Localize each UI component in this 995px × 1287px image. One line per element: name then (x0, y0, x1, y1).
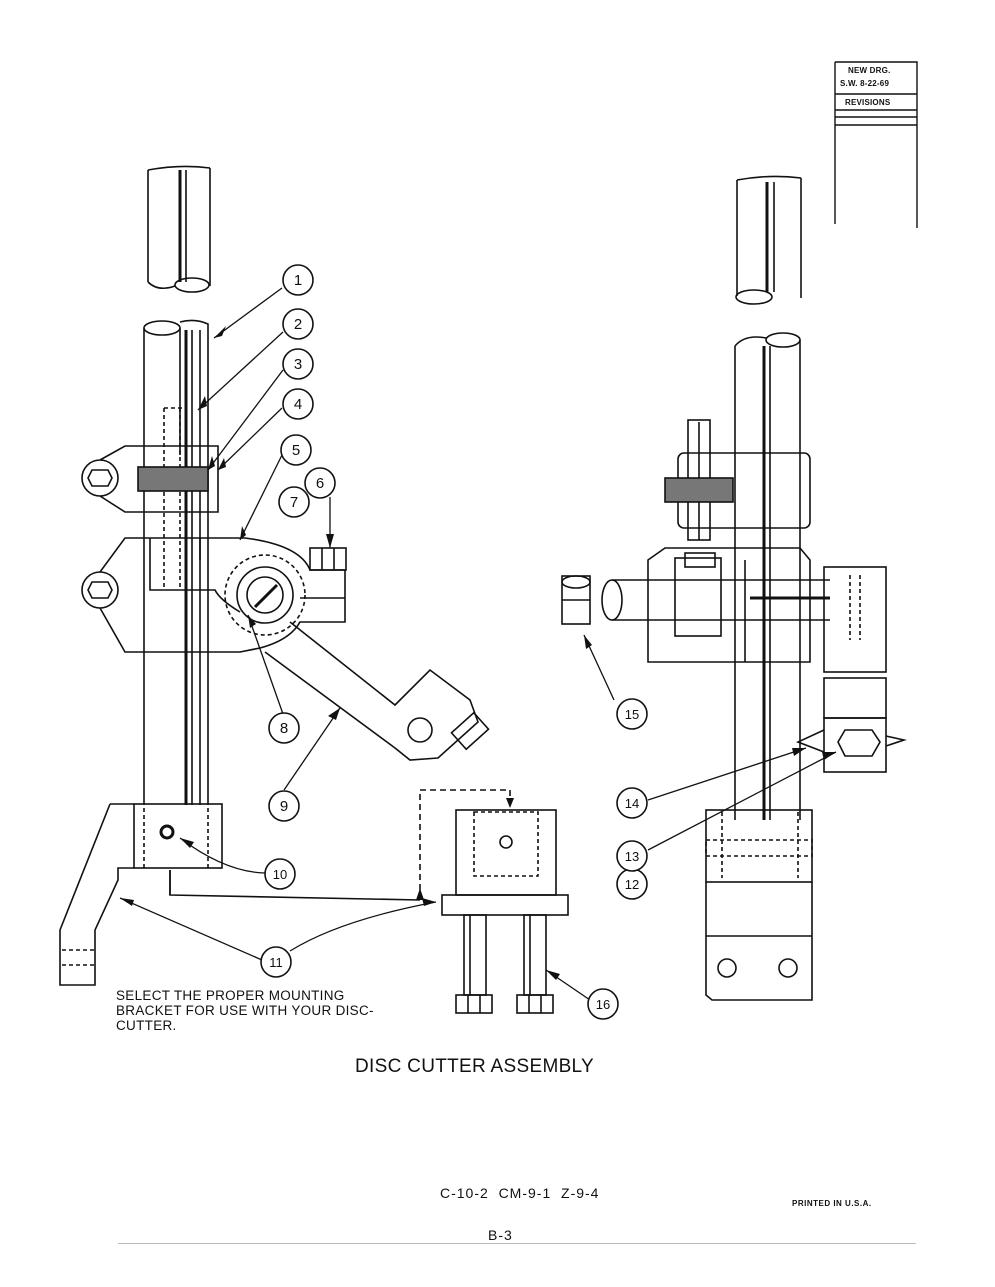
callout-8: 8 (280, 720, 288, 737)
callout-9: 9 (280, 798, 288, 815)
callout-3-circle (282, 348, 314, 380)
revision-heading: REVISIONS (845, 98, 891, 107)
callout-7: 7 (290, 494, 298, 511)
callout-6-circle (304, 467, 336, 499)
right-assembly (561, 175, 907, 1001)
callout-9-circle (268, 790, 300, 822)
callout-8-circle (268, 712, 300, 744)
callout-13: 13 (625, 849, 639, 864)
callout-1-circle (282, 264, 314, 296)
callout-11: 11 (269, 955, 283, 970)
mounting-bracket (441, 809, 569, 1014)
callout-3: 3 (294, 356, 302, 373)
callout-14: 14 (625, 796, 639, 811)
revision-line-1: NEW DRG. (848, 66, 891, 75)
callout-4-circle (282, 388, 314, 420)
callout-15-circle (616, 698, 648, 730)
callout-16-circle (587, 988, 619, 1020)
callout-11-circle (260, 946, 292, 978)
footer-rule (118, 1243, 916, 1244)
callout-1: 1 (294, 272, 302, 289)
callout-14-circle (616, 787, 648, 819)
note-line-1: SELECT THE PROPER MOUNTING (116, 988, 345, 1003)
callout-10-circle (264, 858, 296, 890)
callout-10: 10 (273, 867, 287, 882)
note-line-2: BRACKET FOR USE WITH YOUR DISC- (116, 1003, 374, 1018)
note-line-3: CUTTER. (116, 1018, 177, 1033)
callout-5: 5 (292, 442, 300, 459)
callout-2-circle (282, 308, 314, 340)
arrow-heads (120, 326, 836, 980)
callout-2: 2 (294, 316, 302, 333)
callout-5-circle (280, 434, 312, 466)
leader-lines (119, 287, 837, 1001)
callout-6: 6 (316, 475, 324, 492)
printed-in-usa: PRINTED IN U.S.A. (792, 1199, 872, 1208)
left-assembly (59, 165, 511, 986)
page-number: B-3 (488, 1227, 513, 1243)
callout-13-circle (616, 840, 648, 872)
callout-4: 4 (294, 396, 302, 413)
part-codes: C-10-2 CM-9-1 Z-9-4 (440, 1185, 600, 1201)
mounting-note: SELECT THE PROPER MOUNTING BRACKET FOR U… (116, 988, 446, 1033)
revision-line-2: S.W. 8-22-69 (840, 79, 890, 88)
callout-labels: 1 2 3 4 5 6 7 8 9 10 11 12 13 14 15 16 (269, 272, 639, 1012)
callout-circles (260, 264, 648, 1020)
diagram-title: DISC CUTTER ASSEMBLY (355, 1056, 594, 1077)
revision-box-border (835, 61, 918, 228)
callout-15: 15 (625, 707, 639, 722)
callout-12: 12 (625, 877, 639, 892)
callout-7-circle (278, 486, 310, 518)
callout-16: 16 (596, 997, 610, 1012)
